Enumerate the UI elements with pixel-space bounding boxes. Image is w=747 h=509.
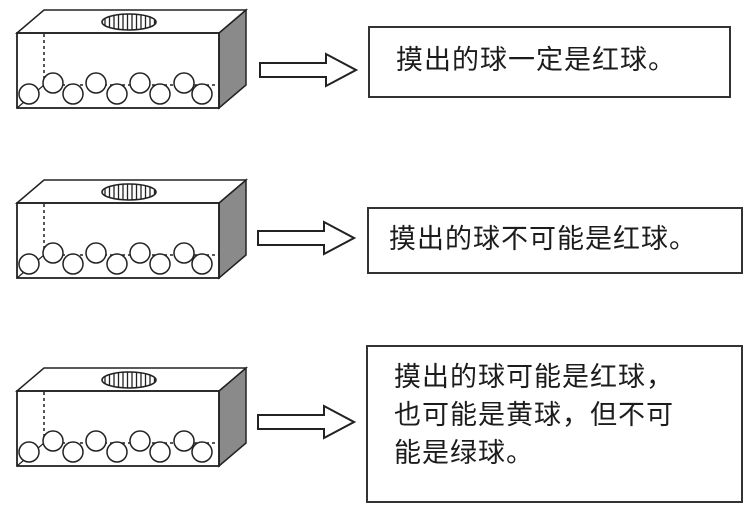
ball — [129, 72, 151, 94]
ball — [42, 72, 64, 94]
statement-box-3: 摸出的球可能是红球， 也可能是黄球，但不可 能是绿球。 — [366, 345, 743, 503]
ball — [149, 441, 171, 463]
ball — [18, 253, 40, 275]
ball — [173, 72, 195, 94]
ball — [42, 242, 64, 264]
ball-box-1 — [14, 8, 249, 110]
ball — [191, 83, 213, 105]
ball — [106, 83, 128, 105]
ball — [149, 83, 171, 105]
right-arrow-icon — [257, 220, 356, 256]
statement-box-1: 摸出的球一定是红球。 — [368, 26, 731, 98]
box-opening — [101, 13, 157, 31]
diagram-row-2: 摸出的球不可能是红球。 — [14, 178, 743, 280]
box-front-face — [16, 202, 220, 279]
statement-text: 摸出的球不可能是红球。 — [389, 224, 697, 255]
ball — [62, 441, 84, 463]
right-arrow-icon — [259, 52, 358, 88]
ball — [106, 441, 128, 463]
ball — [191, 441, 213, 463]
ball — [85, 72, 107, 94]
ball — [129, 242, 151, 264]
statement-line-3: 能是绿球。 — [394, 438, 534, 469]
statement-text: 摸出的球一定是红球。 — [396, 45, 676, 76]
statement-box-2: 摸出的球不可能是红球。 — [367, 207, 743, 274]
ball — [42, 430, 64, 452]
diagram-row-1: 摸出的球一定是红球。 — [0, 0, 747, 130]
statement-line-1: 摸出的球可能是红球， — [394, 362, 674, 393]
box-opening — [101, 183, 157, 201]
ball — [85, 242, 107, 264]
ball — [129, 430, 151, 452]
statement-line-2: 也可能是黄球，但不可 — [394, 400, 674, 431]
ball-box-2 — [14, 178, 249, 280]
ball — [18, 83, 40, 105]
ball — [149, 253, 171, 275]
box-opening — [101, 371, 157, 389]
ball — [18, 441, 40, 463]
ball — [85, 430, 107, 452]
box-front-face — [16, 390, 220, 467]
ball — [173, 242, 195, 264]
box-front-face — [16, 32, 220, 109]
ball — [62, 83, 84, 105]
ball — [106, 253, 128, 275]
right-arrow-icon — [257, 404, 356, 440]
ball — [191, 253, 213, 275]
ball — [62, 253, 84, 275]
ball — [173, 430, 195, 452]
ball-box-3 — [14, 366, 249, 468]
